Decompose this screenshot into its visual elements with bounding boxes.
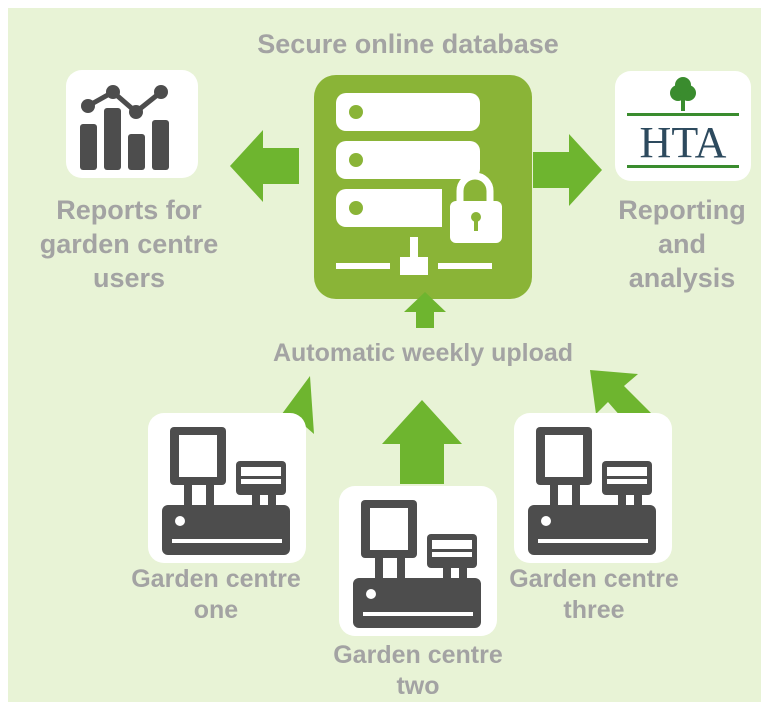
till-icon	[353, 500, 481, 628]
shamrock-icon	[670, 77, 696, 111]
centre-three-label: Garden centre three	[509, 565, 679, 625]
centre-two-label: Garden centre two	[333, 641, 503, 701]
reports-label: Reports for garden centre users	[39, 195, 219, 293]
hta-logo-tile: HTA	[615, 71, 751, 181]
server-rack-icon	[336, 93, 508, 275]
arrow-to-reports	[230, 130, 299, 202]
lock-icon	[442, 172, 508, 249]
bar-chart-icon	[80, 85, 169, 170]
hta-logo-text: HTA	[640, 118, 727, 167]
centre-three-tile	[514, 413, 672, 563]
database-server-icon	[314, 75, 532, 299]
diagram-canvas: Secure online database	[8, 8, 761, 702]
centre-one-tile	[148, 413, 306, 563]
reports-chart-tile	[66, 70, 198, 178]
arrow-to-hta	[533, 134, 602, 206]
arrow-from-centre-two	[382, 400, 462, 484]
centre-two-tile	[339, 486, 497, 636]
upload-label: Automatic weekly upload	[272, 339, 574, 367]
hta-logo: HTA	[627, 77, 739, 168]
database-title: Secure online database	[257, 29, 559, 59]
till-icon	[162, 427, 290, 555]
centre-one-label: Garden centre one	[131, 565, 301, 625]
arrow-to-database	[404, 292, 446, 328]
reporting-label: Reporting and analysis	[618, 195, 746, 293]
till-icon	[528, 427, 656, 555]
